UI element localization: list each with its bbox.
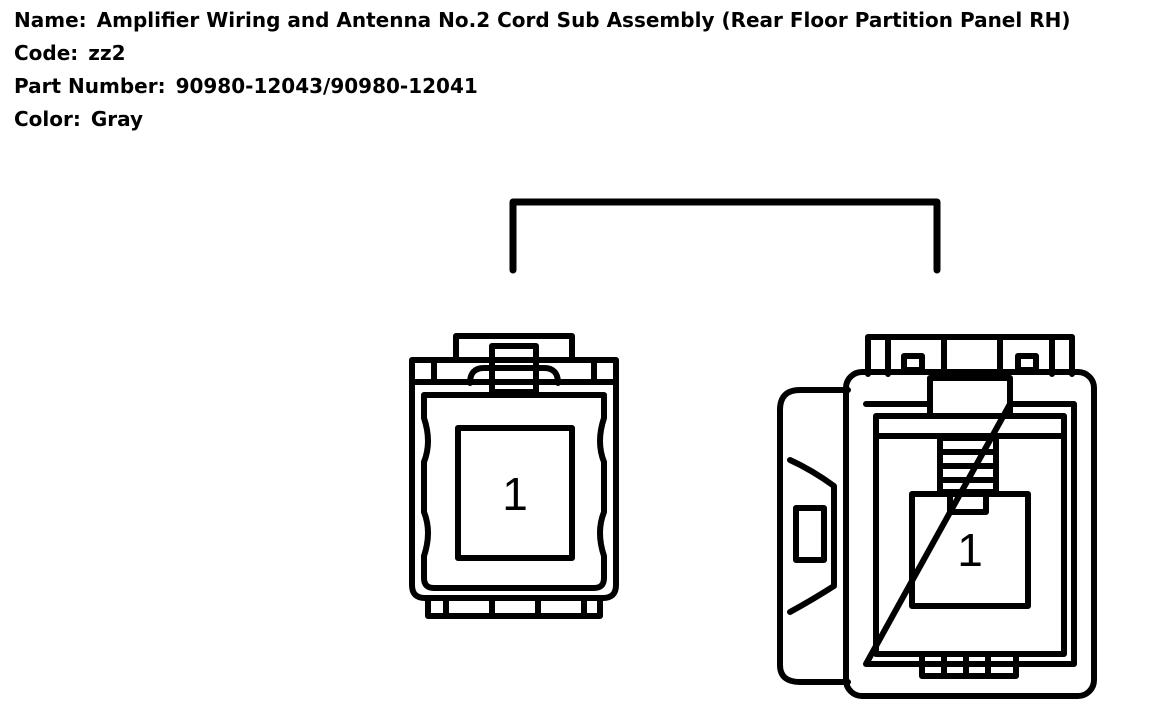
right-pin-number: 1 (957, 524, 983, 576)
name-value: Amplifier Wiring and Antenna No.2 Cord S… (96, 8, 1071, 32)
wire-bracket (509, 198, 941, 274)
left-pin-number: 1 (502, 468, 528, 520)
code-row: Code: zz2 (14, 37, 1070, 70)
right-pin-cavity (909, 491, 1031, 609)
connector-female-icon (409, 333, 619, 619)
connector-male-icon (777, 334, 1097, 699)
left-pin-cavity (455, 425, 575, 561)
part-number-label: Part Number: (14, 74, 166, 98)
left-connector: 1 (409, 333, 619, 619)
part-number-value: 90980-12043/90980-12041 (175, 74, 478, 98)
part-number-row: Part Number: 90980-12043/90980-12041 (14, 70, 1070, 103)
color-label: Color: (14, 107, 81, 131)
connector-info: Name: Amplifier Wiring and Antenna No.2 C… (14, 4, 1070, 136)
name-row: Name: Amplifier Wiring and Antenna No.2 C… (14, 4, 1070, 37)
name-label: Name: (14, 8, 87, 32)
color-row: Color: Gray (14, 103, 1070, 136)
right-connector: 1 (777, 334, 1097, 699)
code-value: zz2 (88, 41, 126, 65)
code-label: Code: (14, 41, 79, 65)
color-value: Gray (90, 107, 144, 131)
